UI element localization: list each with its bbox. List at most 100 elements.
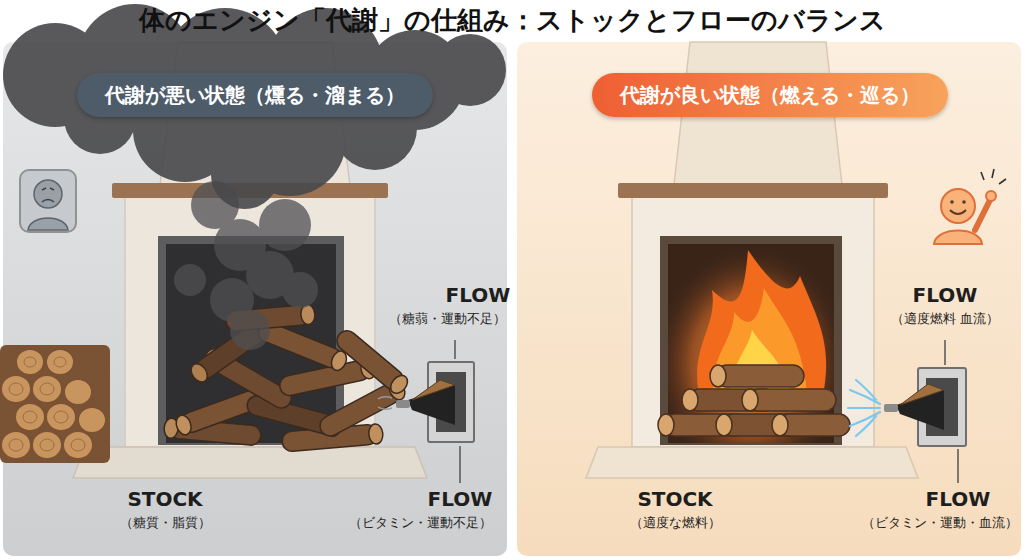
happy-person-icon: [950, 200, 954, 204]
log-stack: [0, 345, 110, 463]
flow-heading: FLOW: [446, 283, 511, 308]
air-stream: [856, 416, 876, 436]
burning-logs: [658, 365, 850, 436]
fireplace-good: [668, 244, 834, 443]
flow-detail: （適度燃料 血流）: [891, 311, 999, 327]
smoke-plume: [174, 264, 206, 296]
label-wrap: FLOW: [446, 283, 511, 308]
flow-heading: FLOW: [913, 283, 978, 308]
smoldering-logs: [174, 413, 194, 437]
burning-logs: [716, 414, 732, 436]
bellows-weak: [378, 397, 392, 410]
sad-person-icon: [42, 188, 54, 190]
label-wrap: FLOW: [926, 487, 991, 512]
smoldering-logs: [188, 361, 211, 385]
smoke-cloud: [434, 34, 506, 106]
smoke-plume: [282, 272, 318, 308]
happy-person-icon: [950, 210, 966, 214]
sad-person-icon: [42, 200, 54, 203]
happy-person-icon: [981, 169, 1006, 184]
fire-flame: [697, 250, 826, 400]
log-stack: [71, 439, 85, 451]
fireplace-bad: [125, 197, 375, 447]
happy-person-icon: [941, 189, 975, 223]
happy-person-icon: [975, 200, 990, 230]
sad-person-icon: [28, 218, 68, 230]
burning-logs: [772, 414, 850, 436]
status-pill: 代謝が良い状態（燃える・巡る）: [592, 73, 948, 117]
log-stack: [9, 357, 85, 451]
status-pill: 代謝が悪い状態（燻る・溜まる）: [77, 73, 433, 117]
burning-logs: [682, 389, 698, 411]
flow-detail: （ビタミン・運動・血流）: [862, 515, 1018, 531]
burning-logs: [778, 414, 850, 436]
burning-logs: [748, 389, 836, 411]
sad-person-icon: [20, 170, 76, 232]
label-wrap: （糖蒻・運動不足）: [389, 311, 506, 327]
log-stack: [1, 375, 31, 403]
burning-logs: [658, 414, 674, 436]
burning-logs: [742, 389, 836, 411]
label-wrap: FLOW: [913, 283, 978, 308]
smoldering-logs: [387, 372, 411, 396]
leader-line: [944, 340, 946, 365]
log-stack: [32, 375, 62, 403]
fireplace-bad: [73, 447, 427, 478]
flow-heading: FLOW: [428, 487, 493, 512]
log-stack: [40, 383, 54, 395]
flow-heading: FLOW: [926, 487, 991, 512]
label-wrap: FLOW: [428, 487, 493, 512]
log-stack: [63, 431, 93, 459]
fire-flame: [697, 250, 826, 400]
title-wrap: 体のエンジン「代謝」の仕組み：ストックとフローのバランス: [139, 4, 886, 37]
air-stream: [848, 380, 880, 436]
air-stream: [848, 407, 880, 409]
log-stack: [40, 439, 54, 451]
leader-line: [957, 449, 959, 483]
happy-person-icon: [986, 191, 996, 201]
leader-line: [454, 340, 456, 359]
burning-logs: [716, 365, 804, 387]
air-stream: [856, 380, 876, 400]
happy-person-icon: [962, 200, 966, 204]
bellows-strong: [884, 404, 898, 412]
log-stack: [46, 403, 76, 431]
log-stack: [54, 411, 68, 423]
fireplace-good: [586, 447, 918, 478]
label-wrap: STOCK: [637, 487, 712, 512]
burning-logs: [710, 365, 726, 387]
log-stack: [32, 431, 62, 459]
happy-person-icon: [934, 169, 1006, 244]
stock-detail: （糖質・脂質）: [120, 515, 211, 531]
status-heading: 代謝が良い状態（燃える・巡る）: [620, 82, 920, 108]
log-stack: [54, 357, 66, 367]
bellows-weak: [396, 400, 410, 408]
flow-detail: （ビタミン・運動不足）: [349, 515, 492, 531]
sad-person-icon: [34, 180, 62, 208]
sad-person-icon: [20, 170, 76, 232]
fireplace-good: [618, 183, 888, 198]
log-stack: [15, 403, 45, 431]
panel-background: [517, 42, 1021, 556]
bellows-weak: [412, 380, 455, 400]
burning-logs: [742, 389, 758, 411]
stock-heading: STOCK: [127, 487, 202, 512]
log-stack: [78, 407, 106, 433]
status-heading: 代謝が悪い状態（燻る・溜まる）: [105, 82, 405, 108]
log-stack: [0, 345, 110, 463]
fireplace-good: [632, 197, 874, 447]
log-stack: [64, 379, 92, 405]
stock-heading: STOCK: [637, 487, 712, 512]
smoke-cloud: [211, 141, 279, 209]
label-wrap: （ビタミン・運動不足）: [349, 515, 492, 531]
bellows-strong: [900, 384, 944, 405]
air-stream: [850, 412, 880, 426]
smoke-plume: [259, 199, 311, 251]
smoldering-logs: [333, 327, 411, 397]
smoke-plume: [210, 278, 254, 322]
label-wrap: （糖質・脂質）: [120, 515, 211, 531]
label-wrap: （適度燃料 血流）: [891, 311, 999, 327]
